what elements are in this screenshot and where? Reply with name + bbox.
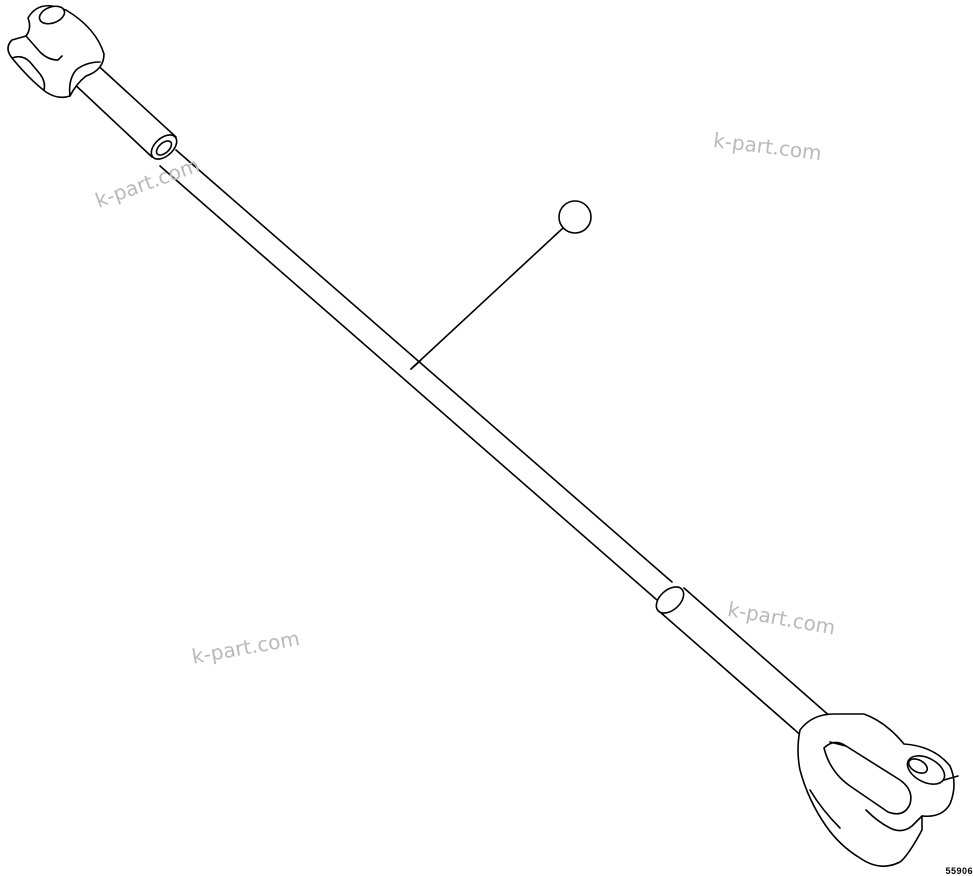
lower-sleeve (655, 586, 833, 739)
figure-number: 55906 (945, 866, 973, 876)
upper-clevis (7, 4, 105, 99)
rod (159, 149, 673, 601)
callout-balloon (558, 200, 592, 234)
callout (410, 200, 592, 370)
upper-sleeve (69, 59, 178, 160)
lower-clevis (797, 713, 959, 867)
